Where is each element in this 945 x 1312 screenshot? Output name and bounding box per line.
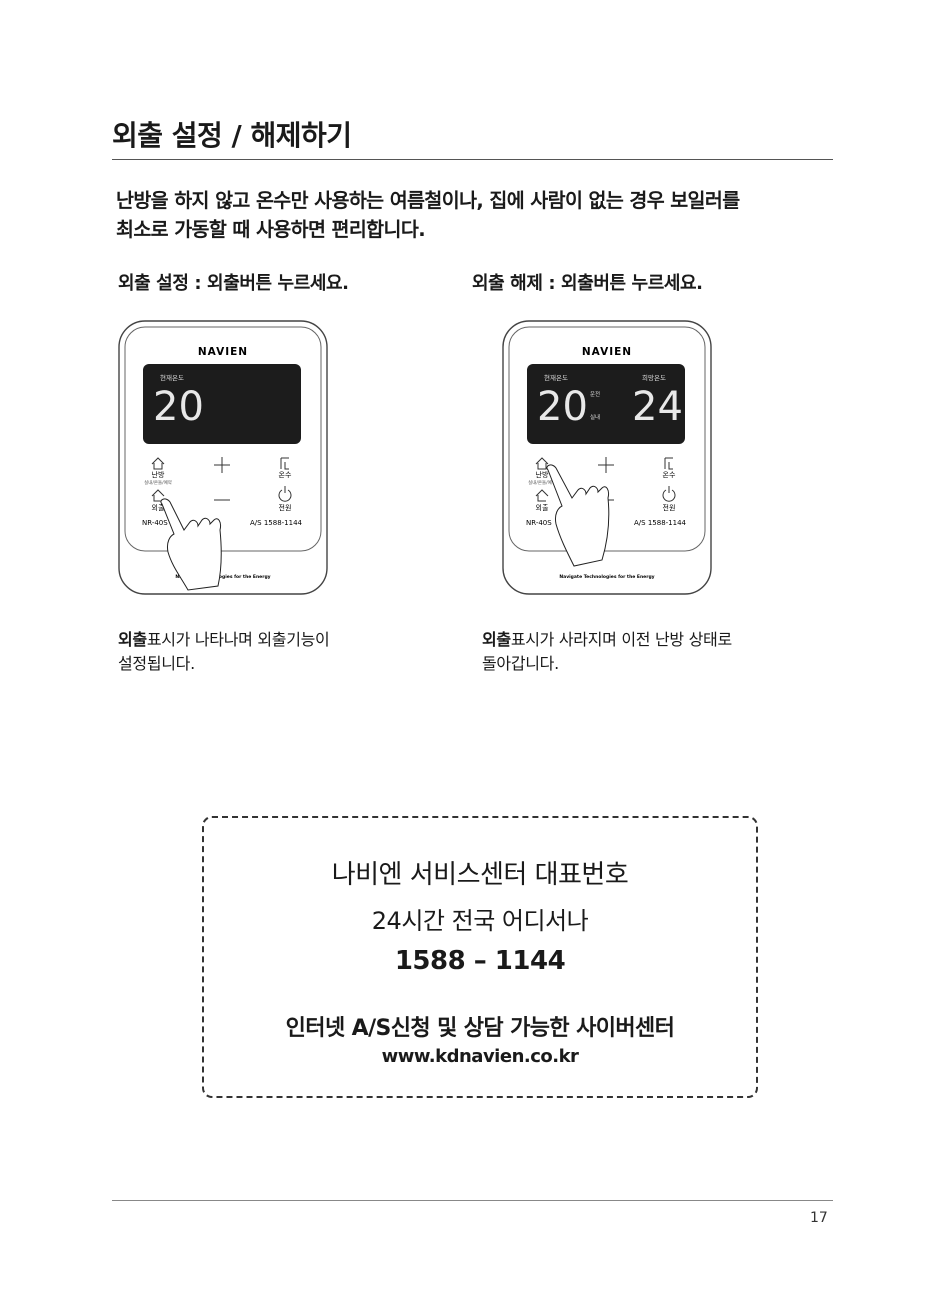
heating-sublabel: 실내/온돌/예약 — [528, 479, 556, 486]
hotwater-button[interactable]: 온수 — [663, 457, 676, 479]
step-heading-away-on: 외출 설정 : 외출버튼 누르세요. — [118, 273, 349, 294]
caption-text: 표시가 나타나며 외출기능이 — [146, 630, 330, 649]
current-temp-label: 현재온도 — [160, 374, 184, 382]
page-number: 17 — [810, 1210, 828, 1226]
heating-label: 난방 — [152, 470, 165, 479]
caption-bold: 외출 — [482, 630, 511, 649]
power-icon — [662, 486, 676, 502]
website-url[interactable]: www.kdnavien.co.kr — [381, 1046, 579, 1067]
current-temp-label: 현재온도 — [544, 374, 568, 382]
brand-logo: NAVIEN — [582, 346, 632, 358]
page-title: 외출 설정 / 해제하기 — [112, 119, 352, 152]
service-phone: 1588 – 1144 — [394, 946, 566, 976]
hand-pointer-icon — [546, 464, 610, 567]
away-button[interactable]: 외출 — [535, 489, 549, 512]
as-number: A/S 1588-1144 — [250, 519, 303, 527]
caption-away-off: 외출표시가 사라지며 이전 난방 상태로 돌아갑니다. — [482, 628, 732, 676]
model-number: NR-40S — [142, 519, 168, 527]
plus-button[interactable] — [214, 457, 230, 473]
away-icon — [535, 489, 549, 502]
service-availability: 24시간 전국 어디서나 — [371, 907, 589, 935]
title-divider — [112, 159, 833, 160]
current-temp-value: 20 — [537, 384, 588, 430]
lcd-display — [527, 364, 685, 444]
lcd-display — [143, 364, 301, 444]
plus-button[interactable] — [598, 457, 614, 473]
status-indoor: 실내 — [590, 413, 600, 421]
power-label: 전원 — [279, 503, 292, 512]
faucet-icon — [664, 457, 673, 470]
power-label: 전원 — [663, 503, 676, 512]
footer-divider — [112, 1200, 833, 1201]
power-button[interactable]: 전원 — [278, 486, 292, 512]
hotwater-label: 온수 — [663, 471, 676, 479]
power-icon — [278, 486, 292, 502]
intro-line-2: 최소로 가동할 때 사용하면 편리합니다. — [116, 218, 426, 241]
heating-sublabel: 실내/온돌/예약 — [144, 479, 172, 486]
as-number: A/S 1588-1144 — [634, 519, 687, 527]
status-running: 운전 — [590, 390, 600, 398]
power-button[interactable]: 전원 — [662, 486, 676, 512]
model-number: NR-40S — [526, 519, 552, 527]
target-temp-value: 24 — [632, 384, 683, 430]
heating-button[interactable]: 난방 실내/온돌/예약 — [528, 457, 556, 486]
away-label: 외출 — [152, 503, 165, 512]
caption-text: 표시가 사라지며 이전 난방 상태로 — [510, 630, 732, 649]
service-center-box: 나비엔 서비스센터 대표번호 24시간 전국 어디서나 1588 – 1144 … — [202, 816, 758, 1098]
slogan: Navigate Technologies for the Energy — [175, 574, 270, 580]
caption-line-2: 돌아갑니다. — [482, 654, 559, 673]
away-label: 외출 — [536, 503, 549, 512]
intro-paragraph: 난방을 하지 않고 온수만 사용하는 여름철이나, 집에 사람이 없는 경우 보… — [116, 186, 740, 244]
caption-line-2: 설정됩니다. — [118, 654, 195, 673]
cyber-center-text: 인터넷 A/S신청 및 상담 가능한 사이버센터 — [285, 1016, 675, 1041]
brand-logo: NAVIEN — [198, 346, 248, 358]
away-button[interactable]: 외출 — [151, 489, 165, 512]
thermostat-illustration-away-on: NAVIEN 현재온도 20 난방 실내/온돌/예약 온수 외출 전원 NR-4… — [118, 320, 328, 595]
thermostat-illustration-away-off: NAVIEN 현재온도 희망온도 20 운전 실내 24 난방 실내/온돌/예약… — [502, 320, 712, 595]
heating-label: 난방 — [536, 470, 549, 479]
step-heading-away-off: 외출 해제 : 외출버튼 누르세요. — [472, 273, 703, 294]
caption-away-on: 외출표시가 나타나며 외출기능이 설정됩니다. — [118, 628, 330, 676]
hand-pointer-icon — [160, 498, 222, 591]
hotwater-button[interactable]: 온수 — [279, 457, 292, 479]
intro-line-1: 난방을 하지 않고 온수만 사용하는 여름철이나, 집에 사람이 없는 경우 보… — [116, 189, 740, 212]
service-title: 나비엔 서비스센터 대표번호 — [331, 860, 629, 890]
target-temp-label: 희망온도 — [642, 373, 666, 382]
caption-bold: 외출 — [118, 630, 147, 649]
slogan: Navigate Technologies for the Energy — [559, 574, 654, 580]
home-icon — [535, 457, 549, 470]
faucet-icon — [280, 457, 289, 470]
home-icon — [151, 457, 165, 470]
hotwater-label: 온수 — [279, 471, 292, 479]
heating-button[interactable]: 난방 실내/온돌/예약 — [144, 457, 172, 486]
away-icon — [151, 489, 165, 502]
current-temp-value: 20 — [153, 384, 204, 430]
